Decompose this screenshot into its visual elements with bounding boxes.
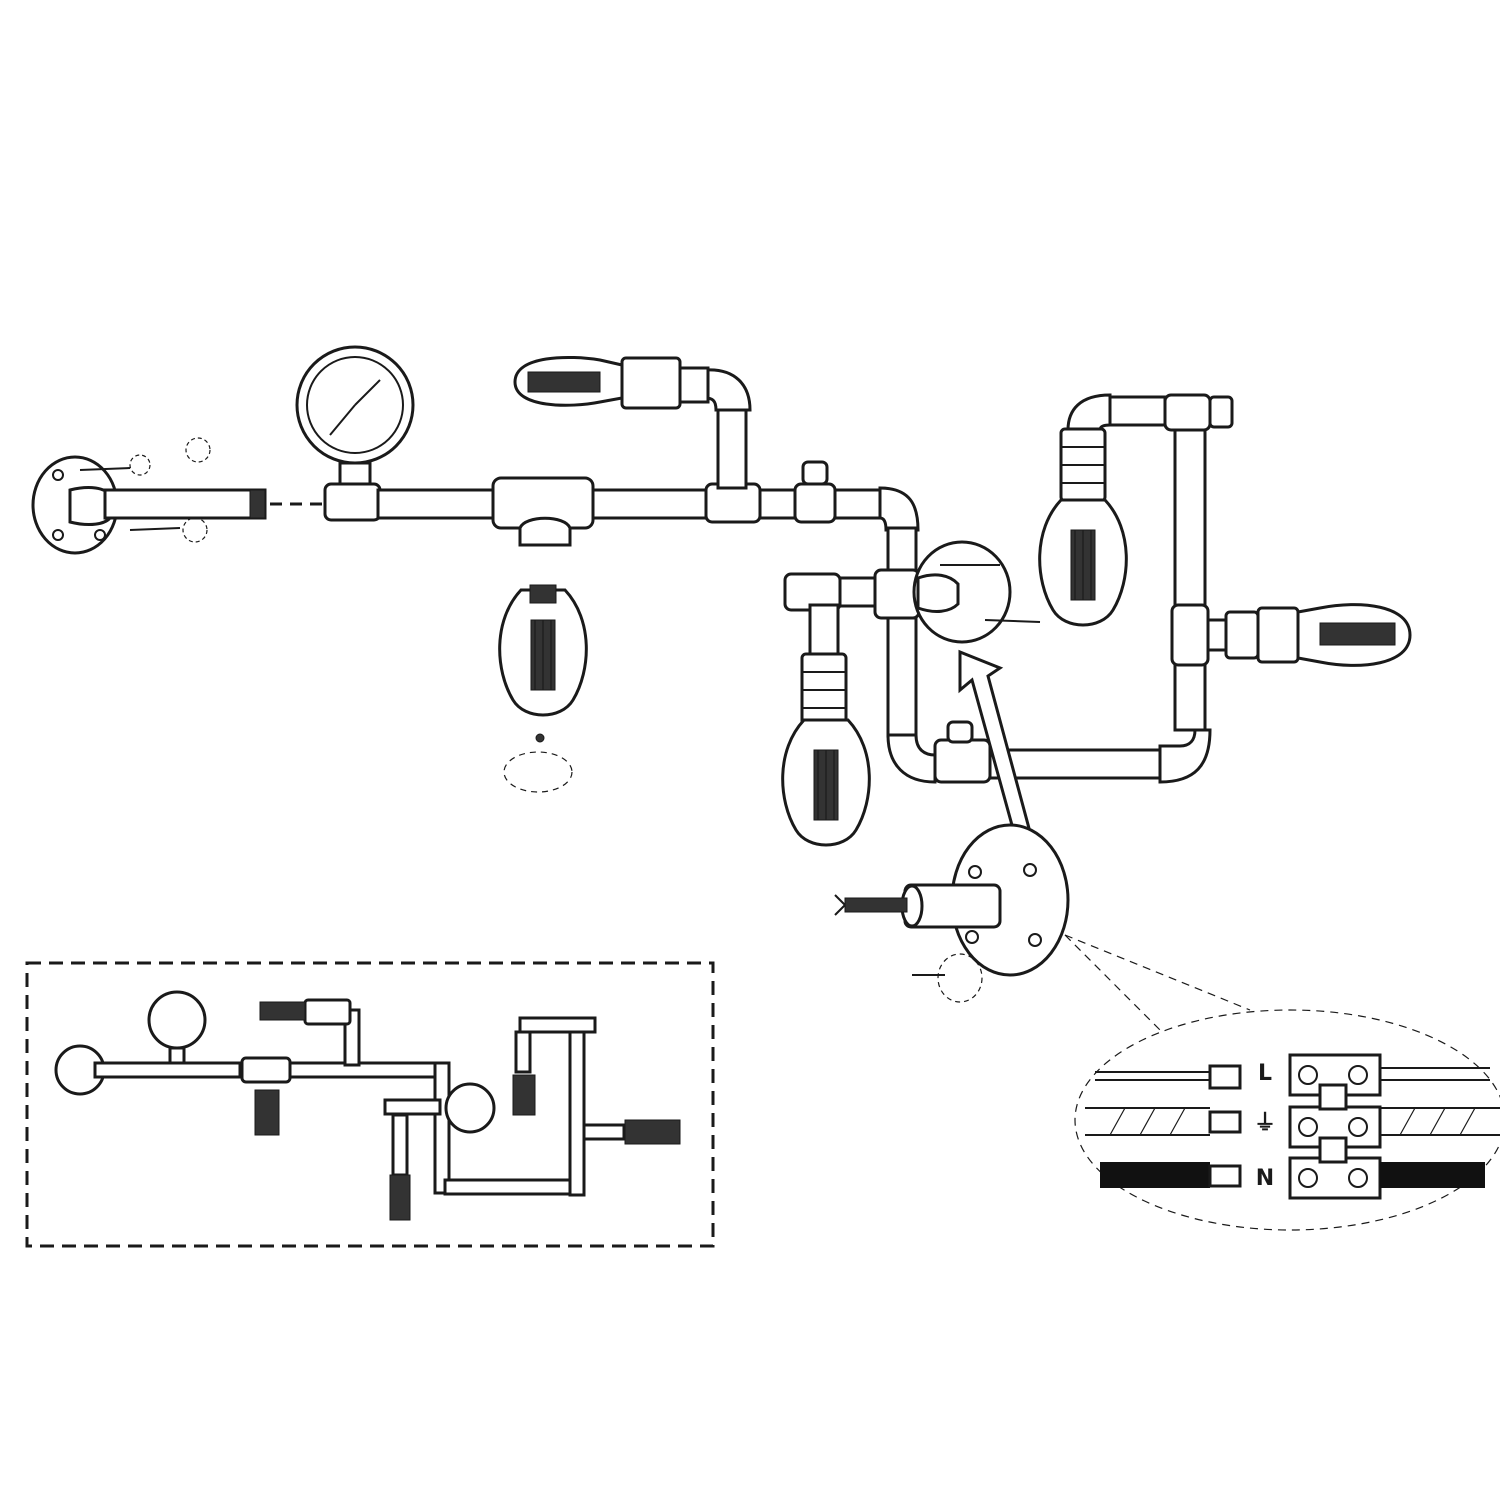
right-side-bulb	[1206, 603, 1412, 667]
wiring-detail: L ⏚ N	[1074, 1009, 1500, 1231]
right-upper-branch	[1038, 393, 1234, 627]
terminal-label-l: L	[1258, 1061, 1272, 1086]
terminal-label-n: N	[1256, 1166, 1274, 1191]
ceiling-flange-with-cable	[834, 823, 1070, 1003]
lower-pipe-loop	[886, 428, 1212, 784]
loose-bulb	[498, 584, 588, 793]
top-bulb-branch	[513, 355, 752, 490]
pressure-gauge	[295, 345, 415, 490]
overview-inset	[25, 961, 715, 1248]
central-cross	[781, 540, 1041, 847]
main-pipe	[323, 460, 920, 580]
terminal-label-earth: ⏚	[1254, 1111, 1276, 1136]
left-wall-flange	[31, 437, 267, 555]
